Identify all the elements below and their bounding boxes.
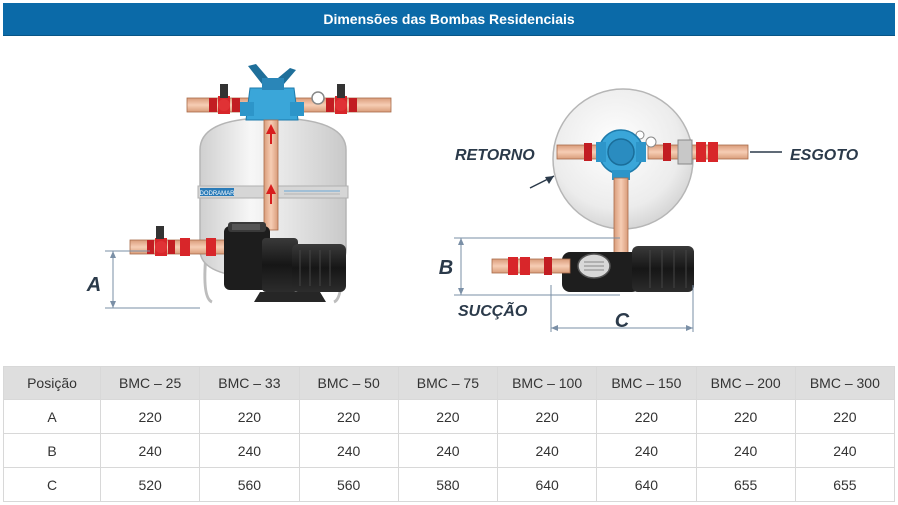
page-title-bar: Dimensões das Bombas Residenciais [3,3,895,36]
table-cell: 240 [397,433,499,468]
table-header-cell: BMC – 300 [794,366,896,400]
table-cell: 640 [596,467,697,502]
table-cell: 220 [199,399,300,434]
page-title: Dimensões das Bombas Residenciais [323,11,575,27]
table-cell: 655 [695,467,796,502]
table-cell: 240 [199,433,300,468]
table-cell: 520 [99,467,201,502]
table-header-cell: BMC – 25 [99,366,201,400]
table-cell: C [3,467,101,502]
table-cell: 240 [496,433,598,468]
table-cell: 240 [298,433,399,468]
table-cell: 220 [298,399,399,434]
table-header-cell: BMC – 100 [496,366,598,400]
dimension-c-label: C [615,310,630,332]
table-cell: 220 [99,399,201,434]
table-cell: 240 [99,433,201,468]
dimension-b-label: B [439,257,453,279]
table-header-cell: BMC – 75 [397,366,499,400]
table-cell: B [3,433,101,468]
table-header-cell: BMC – 150 [596,366,697,400]
table-header-row: Posição BMC – 25 BMC – 33 BMC – 50 BMC –… [3,366,896,400]
table-cell: 220 [596,399,697,434]
dimension-b [454,237,620,296]
table-header-cell: Posição [3,366,101,400]
top-view: RETORNO ESGOTO B SUCÇÃO C [439,88,859,332]
table-cell: 240 [695,433,796,468]
table-cell: 240 [596,433,697,468]
table-cell: 640 [496,467,598,502]
brand-label-plate [200,188,234,196]
table-header-cell: BMC – 33 [199,366,300,400]
succao-label: SUCÇÃO [458,300,528,320]
esgoto-label: ESGOTO [790,147,859,164]
table-cell: 240 [794,433,896,468]
table-cell: 220 [397,399,499,434]
dimensions-table: Posição BMC – 25 BMC – 33 BMC – 50 BMC –… [3,366,896,502]
dimension-a [105,250,200,309]
pump-top [562,246,694,292]
table-cell: 220 [695,399,796,434]
table-row: B 240 240 240 240 240 240 240 240 [3,433,896,468]
table-header-cell: BMC – 50 [298,366,399,400]
pump-side [224,222,346,302]
table-cell: 220 [496,399,598,434]
table-cell: A [3,399,101,434]
table-cell: 220 [794,399,896,434]
table-row: C 520 560 560 580 640 640 655 655 [3,467,896,502]
table-row: A 220 220 220 220 220 220 220 220 [3,399,896,434]
vertical-pipe [263,119,279,231]
table-header-cell: BMC – 200 [695,366,796,400]
table-cell: 560 [199,467,300,502]
retorno-label: RETORNO [455,147,535,164]
side-view: DODRAMAR [86,64,392,309]
pump-dimensions-diagram: DODRAMAR [86,64,859,332]
brand-label: DODRAMAR [199,191,235,197]
table-cell: 655 [794,467,896,502]
table-cell: 560 [298,467,399,502]
dimension-c [550,285,694,332]
dimension-a-label: A [86,274,101,296]
table-cell: 580 [397,467,499,502]
